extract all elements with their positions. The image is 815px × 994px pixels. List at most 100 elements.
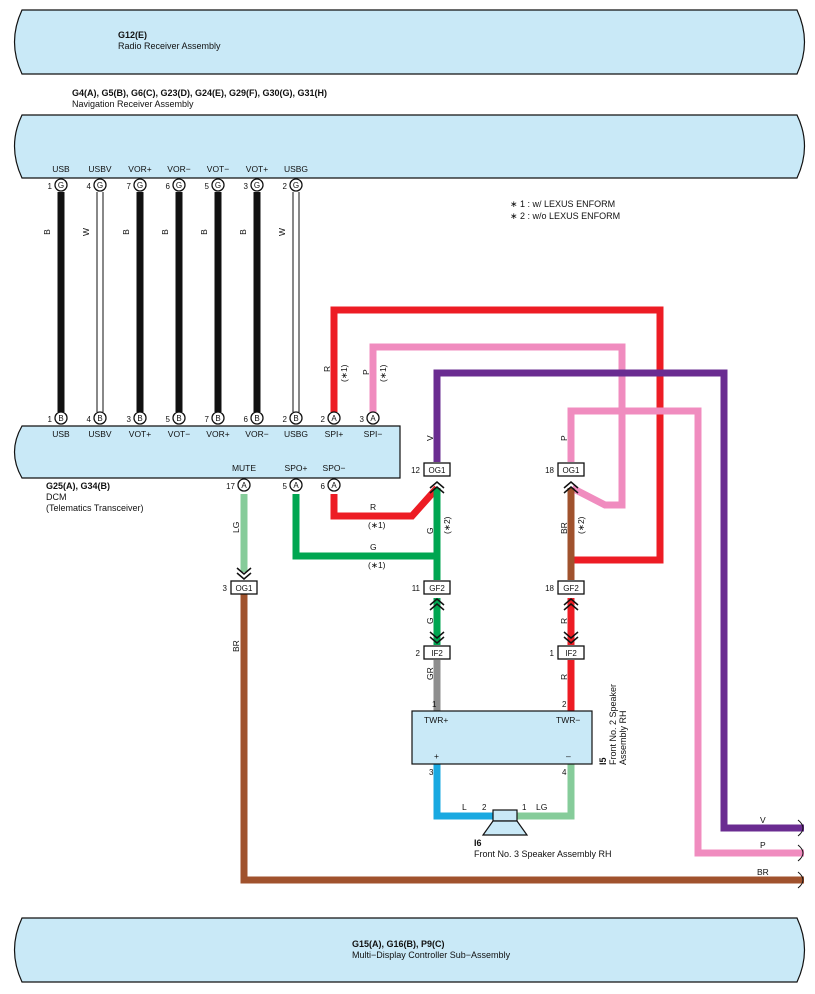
svg-text:VOR−: VOR− [245, 429, 268, 439]
svg-text:G: G [176, 181, 182, 190]
svg-text:TWR+: TWR+ [424, 715, 448, 725]
svg-text:R: R [370, 502, 376, 512]
svg-text:BR: BR [757, 867, 769, 877]
svg-text:3: 3 [244, 182, 249, 191]
svg-text:G: G [370, 542, 377, 552]
dcm-pin-spi-minus: 3 A SPI− [360, 411, 383, 439]
svg-text:USBG: USBG [284, 429, 308, 439]
svg-text:18: 18 [545, 584, 554, 593]
nav-dcm-wires [57, 192, 300, 412]
svg-text:V: V [760, 815, 766, 825]
svg-text:SPI−: SPI− [364, 429, 383, 439]
svg-text:W: W [81, 228, 91, 236]
svg-text:GF2: GF2 [563, 584, 579, 593]
dcm-pin-vor-plus: 7 B VOR+ [205, 411, 230, 439]
svg-text:+: + [434, 751, 439, 761]
dcm-pin-spo-minus: SPO− 6 A [321, 463, 345, 492]
note-1: ∗ 1 : w/ LEXUS ENFORM [510, 199, 615, 209]
svg-text:VOR−: VOR− [167, 164, 190, 174]
svg-text:IF2: IF2 [565, 649, 577, 658]
svg-text:OG1: OG1 [236, 584, 253, 593]
svg-text:GF2: GF2 [429, 584, 445, 593]
speaker-3-code: I6 [474, 838, 482, 848]
svg-text:VOT+: VOT+ [246, 164, 268, 174]
svg-text:(∗1): (∗1) [378, 364, 388, 382]
dcm-code: G25(A), G34(B) [46, 481, 110, 491]
nav-pin-vot-minus: VOT− 5 G B [199, 164, 229, 235]
svg-text:1: 1 [550, 649, 555, 658]
wire-pink-p [567, 407, 804, 857]
svg-text:–: – [566, 751, 571, 761]
dcm-pins: 1 B USB 4 B USBV 3 B VOT+ 5 B VOT− 7 B V… [48, 411, 383, 439]
nav-pin-usb: USB 1 G B [42, 164, 70, 235]
speaker-2-assembly: 1 2 TWR+ TWR− + – 3 4 I5 Front No. 2 Spe… [411, 684, 628, 777]
svg-text:B: B [42, 229, 52, 235]
speaker-3-name: Front No. 3 Speaker Assembly RH [474, 849, 612, 859]
svg-text:B: B [121, 229, 131, 235]
svg-text:(∗1): (∗1) [368, 520, 386, 530]
wire-purple-v [433, 369, 804, 832]
svg-text:BR: BR [559, 522, 569, 534]
svg-text:1: 1 [48, 182, 53, 191]
svg-text:MUTE: MUTE [232, 463, 256, 473]
svg-text:B: B [215, 414, 220, 423]
svg-text:2: 2 [321, 415, 326, 424]
svg-text:B: B [293, 414, 298, 423]
svg-text:IF2: IF2 [431, 649, 443, 658]
svg-text:B: B [160, 229, 170, 235]
radio-receiver-code: G12(E) [118, 30, 147, 40]
svg-text:7: 7 [205, 415, 210, 424]
svg-text:R: R [559, 618, 569, 624]
speaker-icon [492, 809, 518, 822]
svg-text:G: G [58, 181, 64, 190]
wire-break-marks [797, 819, 804, 889]
svg-text:A: A [331, 414, 337, 423]
svg-text:(∗2): (∗2) [442, 516, 452, 534]
speaker-3-assembly: 2 1 I6 Front No. 3 Speaker Assembly RH [474, 803, 612, 859]
svg-text:(∗1): (∗1) [339, 364, 349, 382]
nav-pins: USB 1 G B USBV 4 G W VOR+ 7 G B VOR− 6 G… [42, 164, 308, 236]
svg-text:B: B [176, 414, 181, 423]
svg-text:P: P [361, 369, 371, 375]
note-2: ∗ 2 : w/o LEXUS ENFORM [510, 211, 620, 221]
svg-text:1: 1 [522, 803, 527, 812]
dcm-pin-vot-minus: 5 B VOT− [166, 411, 190, 439]
svg-text:B: B [97, 414, 102, 423]
nav-receiver-code: G4(A), G5(B), G6(C), G23(D), G24(E), G29… [72, 88, 327, 98]
svg-text:5: 5 [205, 182, 210, 191]
dcm-pin-mute: MUTE 17 A [226, 463, 256, 492]
svg-text:A: A [293, 481, 299, 490]
svg-text:4: 4 [562, 768, 567, 777]
svg-text:G: G [425, 617, 435, 624]
svg-text:5: 5 [283, 482, 288, 491]
svg-text:1: 1 [48, 415, 53, 424]
speaker-2-name-2: Assembly RH [618, 710, 628, 765]
svg-text:OG1: OG1 [563, 466, 580, 475]
svg-text:USBV: USBV [88, 429, 111, 439]
dcm-pin-usb: 1 B USB [48, 411, 70, 439]
wire-blue-l [433, 764, 494, 820]
svg-text:3: 3 [223, 584, 228, 593]
svg-text:W: W [277, 228, 287, 236]
svg-text:BR: BR [231, 640, 241, 652]
nav-receiver-name: Navigation Receiver Assembly [72, 99, 194, 109]
svg-text:B: B [58, 414, 63, 423]
svg-text:4: 4 [87, 415, 92, 424]
svg-text:GR: GR [425, 667, 435, 680]
svg-text:G: G [137, 181, 143, 190]
svg-text:7: 7 [127, 182, 132, 191]
wire-pink-spi-minus [369, 343, 626, 509]
nav-pin-usbv: USBV 4 G W [81, 164, 112, 236]
svg-text:R: R [322, 366, 332, 372]
svg-text:(∗2): (∗2) [576, 516, 586, 534]
svg-text:VOR+: VOR+ [206, 429, 229, 439]
multi-display-name: Multi−Display Controller Sub−Assembly [352, 950, 511, 960]
svg-text:USBG: USBG [284, 164, 308, 174]
connector-og1-mid: OG1 12 [411, 462, 451, 494]
connector-og1-left: OG1 3 [223, 567, 258, 595]
svg-text:18: 18 [545, 466, 554, 475]
nav-pin-vor-minus: VOR− 6 G B [160, 164, 191, 235]
svg-text:4: 4 [87, 182, 92, 191]
svg-text:USBV: USBV [88, 164, 111, 174]
